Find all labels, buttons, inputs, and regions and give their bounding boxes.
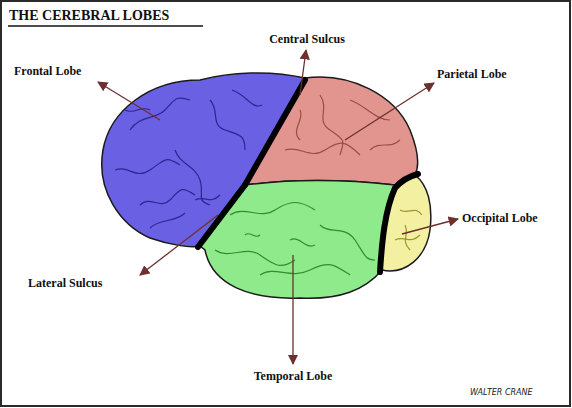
occipital-lobe-shape <box>382 175 431 271</box>
part-label: Occipital Lobe <box>462 211 538 225</box>
sulcus-lines <box>198 80 418 272</box>
part-label: Lateral Sulcus <box>28 276 102 290</box>
parietal-lobe-shape <box>245 77 418 185</box>
leader-arrows <box>98 50 458 364</box>
frontal-gyri <box>115 90 262 228</box>
diagram-title: THE CEREBRAL LOBES <box>9 8 169 24</box>
temporal-gyri <box>215 203 375 276</box>
part-label: Temporal Lobe <box>254 369 333 383</box>
temporal-lobe-shape <box>200 180 395 298</box>
title-underline <box>8 25 203 27</box>
part-label: Central Sulcus <box>269 32 345 46</box>
parietal-gyri <box>285 95 400 155</box>
part-label: Parietal Lobe <box>437 67 507 81</box>
artist-signature: WALTER CRANE <box>470 386 533 400</box>
part-label: Frontal Lobe <box>14 64 81 78</box>
